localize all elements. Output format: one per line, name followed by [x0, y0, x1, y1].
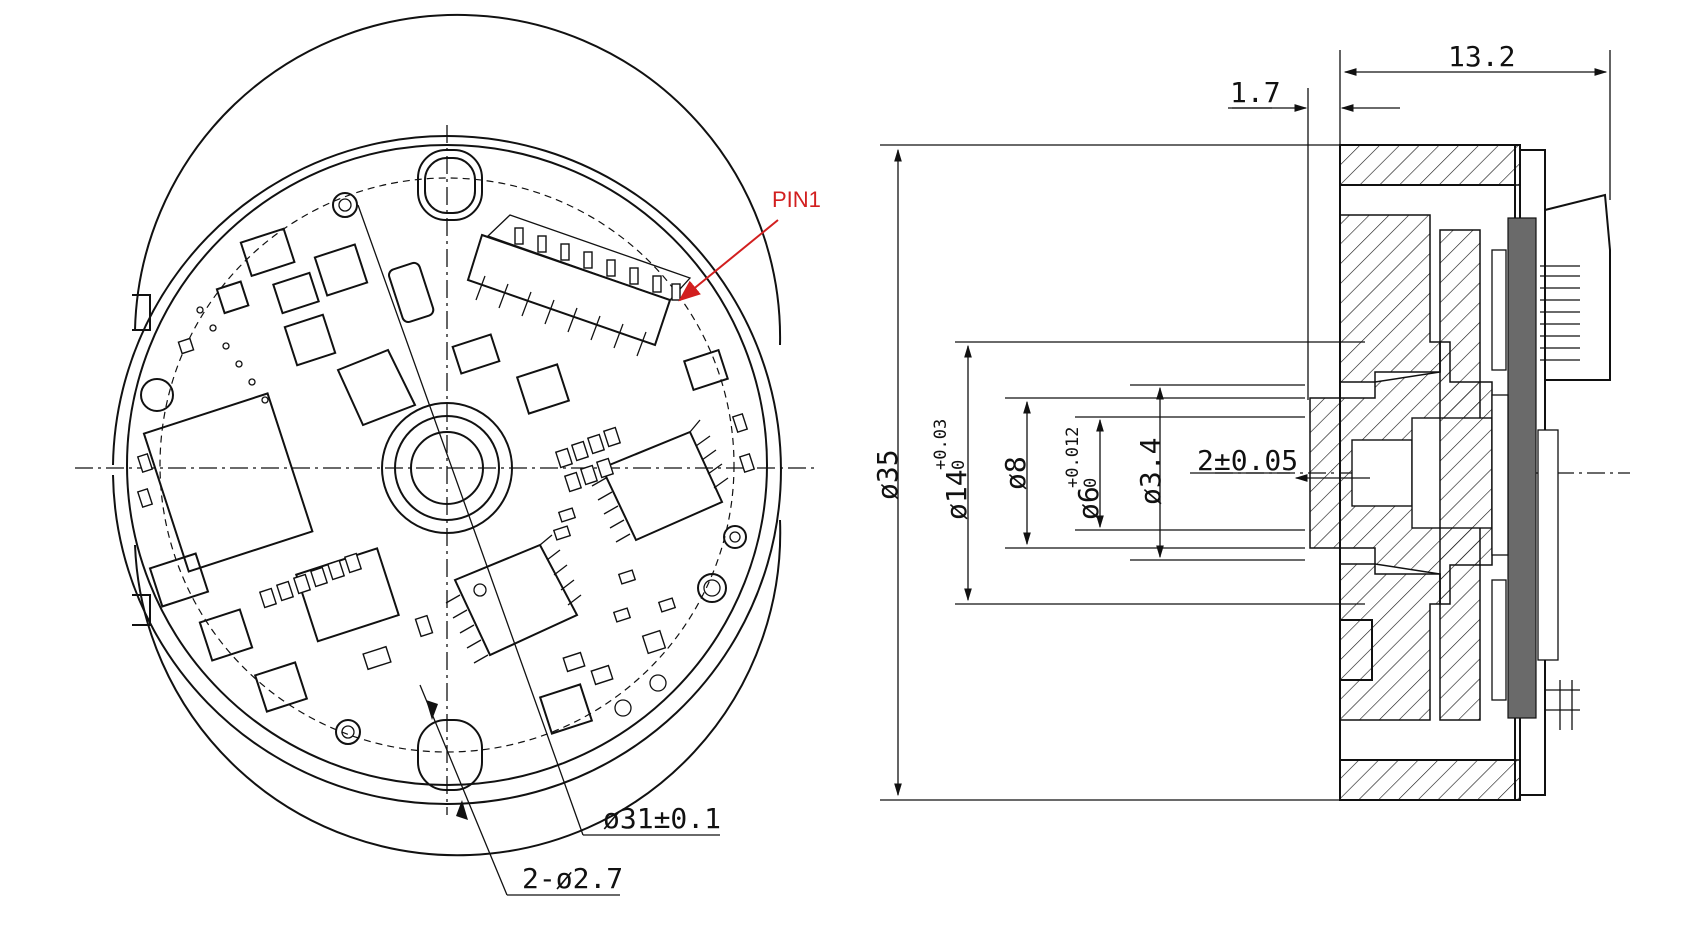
outer-rim [134, 13, 782, 346]
mount-hole-top-inner [424, 157, 476, 214]
bore-3-4-label: ø3.4 [1134, 438, 1167, 505]
pitch-circle-label: ø31±0.1 [603, 802, 721, 835]
mount-hole-top [417, 149, 483, 221]
mount-holes-label: 2-ø2.7 [522, 862, 623, 895]
bore-6-tol-lower: 0 [1081, 478, 1101, 488]
pin1-arrow [678, 219, 779, 302]
connector-8pin [466, 214, 692, 357]
pcb-stack [1507, 217, 1537, 719]
pin1-label: PIN1 [772, 187, 821, 212]
pitch-dim-line [357, 204, 584, 836]
outer-rim-lower [134, 519, 782, 857]
notch-left-top [132, 294, 151, 331]
ic-chip-right [591, 419, 729, 543]
shaft-bore [1351, 439, 1413, 507]
side-view: 13.2 1.7 2±0.05 ø35 ø14 +0.03 0 ø8 ø6 +0… [871, 40, 1630, 801]
inner-rim [112, 135, 782, 805]
rotor-section [1439, 229, 1493, 721]
length-1-7-label: 1.7 [1230, 76, 1281, 109]
rim-bottom [1339, 759, 1521, 801]
hub-inner [410, 431, 484, 505]
via-holes [140, 192, 747, 745]
test-points [196, 306, 269, 404]
pad-small-center [451, 333, 501, 375]
body-section-top [1339, 214, 1441, 383]
ic-chip-bottom [445, 534, 582, 664]
bore-8-label: ø8 [999, 456, 1032, 490]
pcb-components [1491, 249, 1559, 701]
rim-top [1339, 144, 1521, 186]
resistor-array-top [554, 426, 622, 493]
bore-6-label: ø6 [1072, 486, 1105, 520]
bore-14-tol-lower: 0 [949, 460, 969, 470]
connector-pins [1540, 265, 1580, 730]
length-13-2-label: 13.2 [1448, 40, 1515, 73]
bore-6-group: ø6 +0.012 0 [1063, 427, 1105, 520]
bore-6-tol-upper: +0.012 [1063, 427, 1083, 488]
ic-chip-left [336, 348, 417, 427]
body-section-bottom [1339, 563, 1441, 721]
outer-diameter-label: ø35 [871, 449, 904, 500]
bore-14-label: ø14 [940, 469, 973, 520]
front-view: ø31±0.1 2-ø2.7 PIN1 [75, 13, 821, 896]
bore-14-tol-upper: +0.03 [931, 419, 951, 470]
mount-hole-bottom [417, 719, 483, 791]
pad-large-left [142, 392, 314, 573]
hole-dim-line [419, 684, 508, 896]
hub-outer [381, 402, 513, 534]
smd-components [136, 227, 756, 735]
bore-14-group: ø14 +0.03 0 [931, 419, 973, 520]
hub-mid [394, 415, 500, 521]
resistor-array-left [258, 552, 363, 609]
notch-left-bottom [132, 594, 151, 626]
gap-label: 2±0.05 [1197, 444, 1298, 477]
